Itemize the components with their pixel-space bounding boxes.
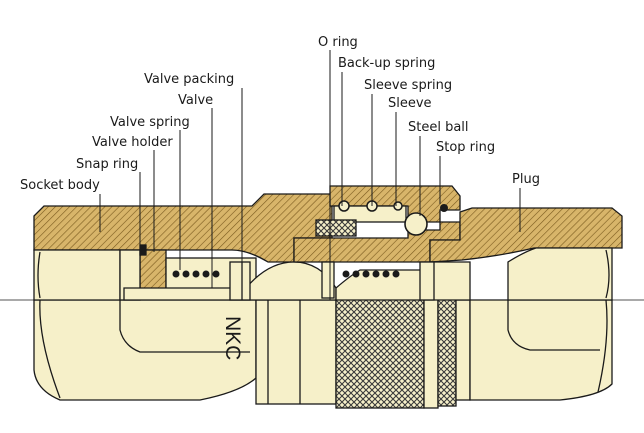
label-back-up-spring: Back-up spring	[338, 56, 435, 71]
cross-section-view	[33, 185, 623, 301]
label-valve-holder: Valve holder	[92, 135, 173, 150]
part-labels: O ring Back-up spring Valve packing Slee…	[20, 35, 540, 193]
socket-center-cylinder	[255, 299, 337, 405]
socket-body-exterior	[33, 299, 257, 401]
brand-text: NKC	[221, 316, 244, 360]
snap-ring-section	[139, 244, 147, 256]
stop-ring	[440, 204, 448, 212]
exterior-view	[33, 297, 613, 409]
label-plug: Plug	[512, 172, 540, 187]
label-valve-spring: Valve spring	[110, 115, 190, 130]
socket-body-section	[33, 193, 333, 263]
sleeve-knurled-ring	[437, 297, 457, 407]
label-steel-ball: Steel ball	[408, 120, 469, 135]
label-valve: Valve	[178, 93, 213, 108]
label-o-ring: O ring	[318, 35, 358, 50]
valve-spring-coils	[172, 270, 220, 278]
valve-holder-section	[139, 249, 167, 291]
o-ring-packing-block	[315, 219, 357, 237]
label-socket-body: Socket body	[20, 178, 100, 193]
label-sleeve: Sleeve	[388, 96, 432, 111]
label-stop-ring: Stop ring	[436, 140, 495, 155]
label-sleeve-spring: Sleeve spring	[364, 78, 452, 93]
leader-lines	[99, 50, 521, 300]
plug-section	[429, 207, 623, 263]
label-valve-packing: Valve packing	[144, 72, 234, 87]
sleeve-knurled-grip	[335, 297, 425, 409]
label-snap-ring: Snap ring	[76, 157, 138, 172]
steel-ball	[404, 212, 428, 236]
plug-valve-spring-coils	[342, 270, 400, 278]
